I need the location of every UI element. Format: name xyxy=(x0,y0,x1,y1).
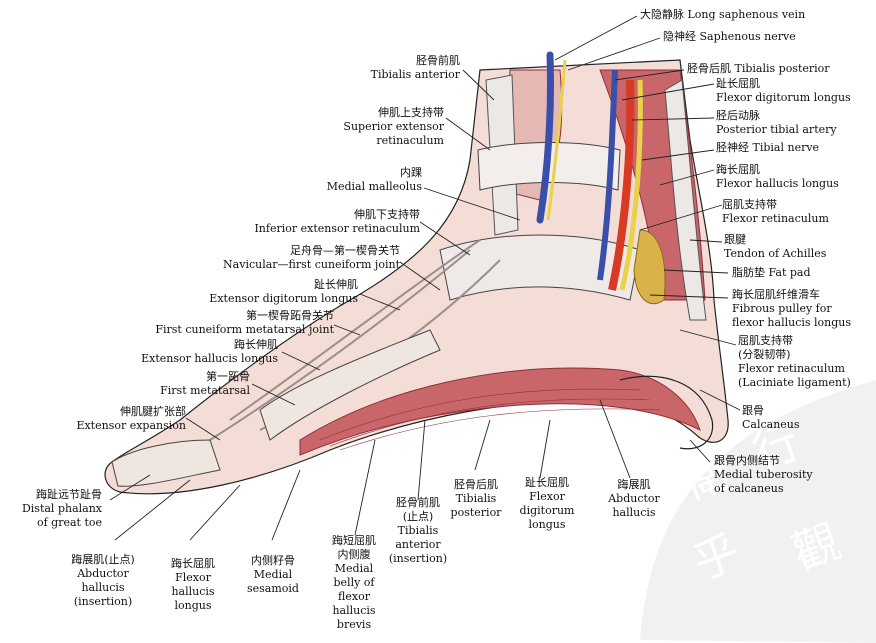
label-flexor-retinaculum-top: 屈肌支持带 Flexor retinaculum xyxy=(722,198,829,225)
label-posterior-tibial-artery: 胫后动脉 Posterior tibial artery xyxy=(716,109,837,136)
label-extensor-hallucis-longus: 踇长伸肌 Extensor hallucis longus xyxy=(141,338,278,365)
fat-pad xyxy=(633,229,666,305)
label-medial-sesamoid: 内侧籽骨 Medial sesamoid xyxy=(247,554,299,595)
label-abductor-hallucis-insertion: 踇展肌(止点) Abductor hallucis (insertion) xyxy=(71,553,135,608)
label-tibialis-anterior-insertion: 胫骨前肌 (止点) Tibialis anterior (insertion) xyxy=(388,496,448,565)
label-superior-extensor-retinaculum: 伸肌上支持带 Superior extensor retinaculum xyxy=(343,106,444,147)
achilles-tendon xyxy=(664,79,707,321)
long-saphenous-vein xyxy=(536,51,555,224)
label-medial-malleolus: 内踝 Medial malleolus xyxy=(326,166,422,193)
label-extensor-digitorum-longus: 趾长伸肌 Extensor digitorum longus xyxy=(209,278,358,305)
calcaneus-outline xyxy=(619,375,714,450)
tibialis-posterior-tendon xyxy=(597,69,618,281)
label-flexor-digitorum-longus-top: 趾长屈肌 Flexor digitorum longus xyxy=(716,77,851,104)
seal-watermark-icon: 衛 行 乎 觀 xyxy=(640,380,876,643)
tibial-nerve xyxy=(619,79,643,291)
label-flexor-hallucis-longus-top: 踇长屈肌 Flexor hallucis longus xyxy=(716,163,839,190)
label-tibialis-posterior-top: 胫骨后肌 Tibialis posterior xyxy=(687,62,830,75)
great-toe xyxy=(111,439,221,487)
leader-lines xyxy=(109,15,741,541)
label-extensor-expansion: 伸肌腱扩张部 Extensor expansion xyxy=(76,405,186,432)
posterior-tibial-artery xyxy=(608,79,635,291)
label-tibialis-posterior-bottom: 胫骨后肌 Tibialis posterior xyxy=(450,478,502,519)
label-distal-phalanx: 踇趾远节趾骨 Distal phalanx of great toe xyxy=(21,488,102,529)
label-tibial-nerve: 胫神经 Tibial nerve xyxy=(716,141,820,154)
label-first-cuneiform-joint: 第一楔骨跖骨关节 First cuneiform metatarsal join… xyxy=(155,309,334,336)
muscle-fibres xyxy=(319,388,661,451)
label-calcaneus: 跟骨 Calcaneus xyxy=(742,404,800,431)
label-fibrous-pulley: 踇长屈肌纤维滑车 Fibrous pulley for flexor hallu… xyxy=(732,288,852,329)
label-tibialis-anterior-top: 胫骨前肌 Tibialis anterior xyxy=(370,54,460,81)
label-tendon-of-achilles: 跟腱 Tendon of Achilles xyxy=(724,233,827,260)
label-flexor-digitorum-longus-bottom: 趾长屈肌 Flexor digitorum longus xyxy=(519,476,575,531)
label-long-saphenous-vein: 大隐静脉 Long saphenous vein xyxy=(640,8,806,21)
label-flexor-retinaculum-laciniate: 屈肌支持带 (分裂韧带) Flexor retinaculum (Lacinia… xyxy=(738,334,851,389)
label-navicular-joint: 足舟骨—第一楔骨关节 Navicular—first cuneiform joi… xyxy=(223,244,400,271)
label-first-metatarsal: 第一跖骨 First metatarsal xyxy=(160,370,250,397)
label-medial-tuberosity: 跟骨内侧结节 Medial tuberosity of calcaneus xyxy=(714,454,813,495)
label-flexor-hallucis-longus-bottom: 踇长屈肌 Flexor hallucis longus xyxy=(171,557,215,612)
label-abductor-hallucis: 踇展肌 Abductor hallucis xyxy=(608,478,660,519)
label-saphenous-nerve: 隐神经 Saphenous nerve xyxy=(663,30,796,43)
label-fat-pad: 脂肪垫 Fat pad xyxy=(732,266,811,279)
label-inferior-extensor-retinaculum: 伸肌下支持带 Inferior extensor retinaculum xyxy=(254,208,420,235)
saphenous-nerve xyxy=(546,59,567,221)
first-metatarsal-bone xyxy=(259,329,441,441)
label-flexor-hallucis-brevis: 踇短屈肌 内侧腹 Medial belly of flexor hallucis… xyxy=(332,534,376,631)
